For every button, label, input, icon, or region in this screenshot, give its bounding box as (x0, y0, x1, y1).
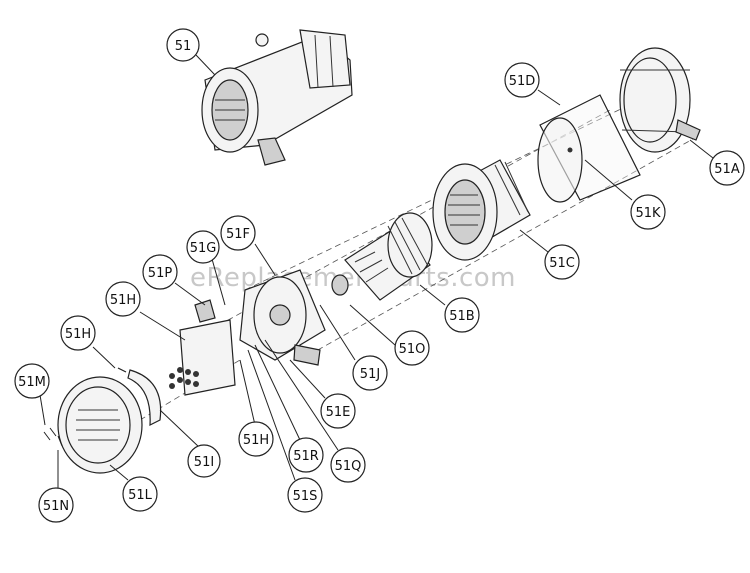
svg-text:51R: 51R (293, 449, 319, 464)
svg-text:51P: 51P (148, 266, 173, 281)
callout-51H-upper: 51H (105, 281, 141, 317)
callout-51P: 51P (142, 254, 178, 290)
half-cover-illustration (127, 369, 162, 426)
callout-51M: 51M (14, 363, 50, 399)
svg-text:51H: 51H (110, 293, 136, 308)
svg-text:51C: 51C (549, 256, 575, 271)
leader-lines (39, 54, 714, 488)
callout-51K: 51K (630, 194, 666, 230)
svg-text:51H: 51H (243, 433, 269, 448)
callout-51Q: 51Q (330, 447, 366, 483)
callout-51L: 51L (122, 476, 158, 512)
screws-illustration (43, 367, 127, 447)
svg-text:51E: 51E (326, 405, 351, 420)
end-cover-illustration (57, 376, 143, 474)
callout-51O: 51O (394, 330, 430, 366)
callout-51J: 51J (352, 355, 388, 391)
front-bracket-illustration (239, 269, 326, 366)
svg-text:51D: 51D (509, 74, 536, 89)
rotor-illustration (331, 212, 433, 301)
callout-51N: 51N (38, 487, 74, 523)
svg-text:51I: 51I (194, 455, 214, 470)
callout-51H-lower: 51H (238, 421, 274, 457)
svg-text:51N: 51N (43, 499, 69, 514)
alternator-assembly-illustration (201, 29, 353, 166)
svg-text:51J: 51J (360, 367, 380, 382)
svg-text:51O: 51O (399, 342, 426, 357)
svg-text:51L: 51L (128, 488, 153, 503)
end-ring-illustration (619, 47, 701, 153)
callout-51S: 51S (287, 477, 323, 513)
callout-51H-left: 51H (60, 315, 96, 351)
cylinder-sleeve-illustration (537, 94, 641, 203)
callout-51I: 51I (187, 444, 221, 478)
svg-text:51G: 51G (190, 241, 217, 256)
svg-text:51Q: 51Q (335, 459, 362, 474)
callout-51F: 51F (220, 215, 256, 251)
svg-text:51K: 51K (635, 206, 661, 221)
svg-text:51H: 51H (65, 327, 91, 342)
svg-text:51S: 51S (293, 489, 318, 504)
callout-51R: 51R (288, 437, 324, 473)
svg-text:51M: 51M (18, 375, 46, 390)
callout-51A: 51A (709, 150, 745, 186)
callout-51D: 51D (504, 62, 540, 98)
terminal-block-illustration (169, 299, 236, 396)
callout-51B: 51B (444, 297, 480, 333)
svg-text:51A: 51A (714, 162, 740, 177)
stator-illustration (432, 159, 531, 261)
callout-51G: 51G (186, 230, 220, 264)
callout-51: 51 (166, 28, 200, 62)
callout-51E: 51E (320, 393, 356, 429)
svg-text:51B: 51B (449, 309, 474, 324)
svg-text:51: 51 (175, 39, 192, 54)
svg-text:51F: 51F (226, 227, 250, 242)
callout-51C: 51C (544, 244, 580, 280)
